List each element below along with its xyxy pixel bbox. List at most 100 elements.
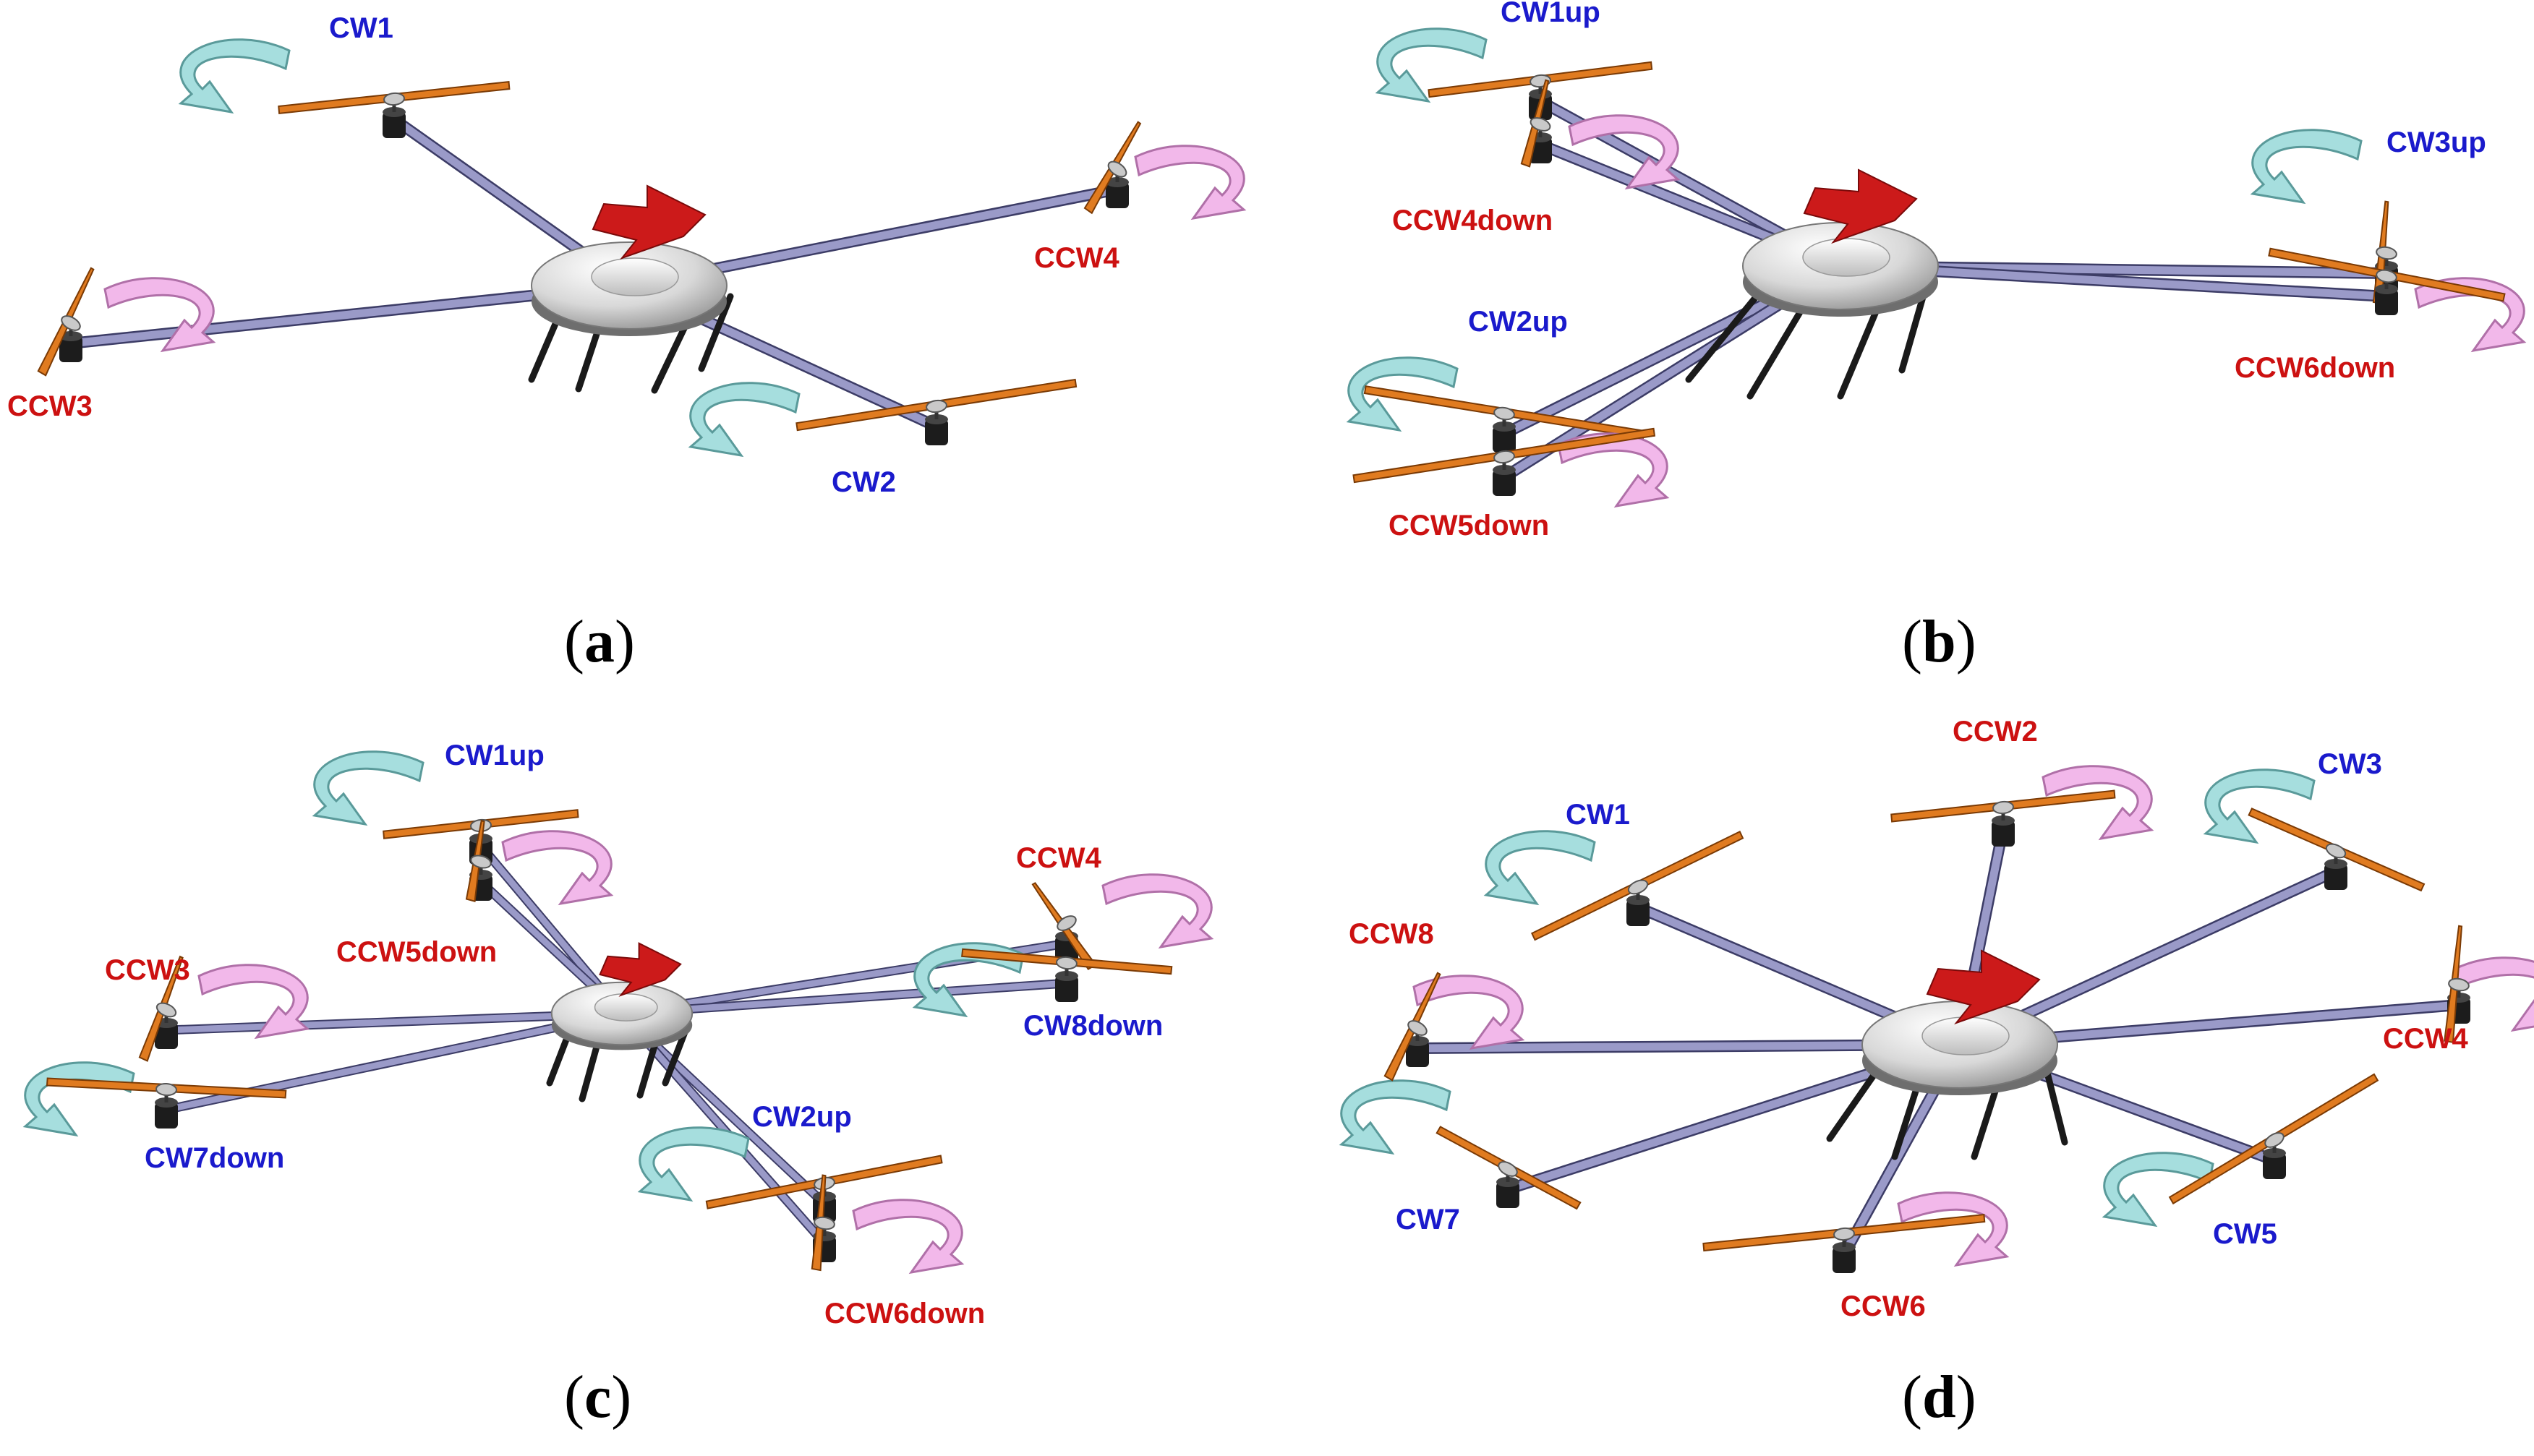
rotor-label: CCW6down bbox=[824, 1298, 985, 1329]
cw-rotation-arrow-icon bbox=[1375, 27, 1488, 103]
cw-rotation-arrow-icon bbox=[2250, 129, 2363, 205]
rotor-label: CCW4 bbox=[1016, 842, 1102, 874]
rotor-label: CCW8 bbox=[1349, 918, 1434, 950]
rotor-label: CW2up bbox=[1468, 306, 1568, 338]
motor bbox=[1626, 887, 1650, 926]
cw-rotation-arrow-icon bbox=[688, 382, 801, 458]
cw-rotation-arrow-icon bbox=[178, 38, 291, 114]
rotor-label: CW3up bbox=[2386, 127, 2486, 158]
ccw-rotation-arrow-icon bbox=[1134, 145, 1247, 220]
rotor-label: CW1up bbox=[1501, 0, 1600, 28]
propeller bbox=[1435, 1126, 1582, 1210]
rotor-label: CW2up bbox=[752, 1101, 852, 1133]
airframe-body bbox=[550, 942, 694, 1050]
propeller bbox=[811, 1174, 835, 1272]
panel-caption: (c) bbox=[564, 1363, 631, 1431]
ccw-rotation-arrow-icon bbox=[103, 277, 216, 353]
rotor-label: CCW5down bbox=[336, 936, 497, 968]
cw-rotation-arrow-icon bbox=[637, 1126, 750, 1202]
heading-arrow-icon bbox=[599, 942, 682, 997]
propeller bbox=[1428, 61, 1653, 98]
panel-caption: (b) bbox=[1902, 608, 1976, 675]
propeller bbox=[2168, 1073, 2379, 1205]
rotor-label: CW1up bbox=[445, 740, 545, 771]
ccw-rotation-arrow-icon bbox=[1897, 1191, 2010, 1267]
rotor-label: CCW6 bbox=[1840, 1290, 1926, 1322]
airframe-body bbox=[1742, 168, 1939, 317]
ccw-rotation-arrow-icon bbox=[1412, 975, 1525, 1050]
cw-rotation-arrow-icon bbox=[2203, 768, 2316, 844]
caption-letter: a bbox=[584, 608, 615, 675]
cw-rotation-arrow-icon bbox=[1339, 1079, 1451, 1155]
cw-rotation-arrow-icon bbox=[912, 942, 1025, 1018]
ccw-rotation-arrow-icon bbox=[1101, 873, 1214, 949]
propeller bbox=[961, 948, 1173, 975]
ccw-rotation-arrow-icon bbox=[1568, 114, 1681, 190]
rotor-label: CCW5down bbox=[1388, 510, 1549, 541]
airframe-body bbox=[1861, 949, 2058, 1095]
caption-close: ) bbox=[615, 608, 635, 675]
caption-letter: d bbox=[1922, 1363, 1956, 1431]
propeller bbox=[1363, 385, 1645, 440]
rotor-label: CCW4 bbox=[2383, 1023, 2469, 1055]
propeller bbox=[278, 80, 511, 115]
caption-open: ( bbox=[1902, 1363, 1922, 1431]
propeller bbox=[465, 820, 492, 902]
caption-letter: c bbox=[584, 1363, 611, 1431]
rotor-label: CCW4 bbox=[1034, 242, 1120, 274]
motor bbox=[383, 99, 406, 138]
ccw-rotation-arrow-icon bbox=[2042, 765, 2154, 841]
heading-arrow-icon bbox=[1926, 949, 2041, 1025]
propeller bbox=[2248, 808, 2426, 892]
landing-leg bbox=[698, 293, 734, 372]
rotor-label: CW3 bbox=[2318, 748, 2382, 780]
propeller bbox=[1031, 882, 1097, 970]
propeller bbox=[46, 1077, 287, 1099]
propeller bbox=[1520, 79, 1551, 168]
propeller bbox=[1530, 830, 1744, 941]
caption-open: ( bbox=[564, 1363, 584, 1431]
cw-rotation-arrow-icon bbox=[1346, 356, 1459, 432]
rotor-label: CCW3 bbox=[105, 954, 190, 986]
motor bbox=[1055, 963, 1078, 1002]
arm-highlight bbox=[618, 980, 1070, 1017]
caption-close: ) bbox=[611, 1363, 631, 1431]
rotor-label: CW1 bbox=[1566, 799, 1630, 831]
heading-arrow-icon bbox=[592, 184, 707, 260]
rotor-label: CW7 bbox=[1396, 1204, 1460, 1236]
panel-caption: (d) bbox=[1902, 1363, 1976, 1431]
rotor-label: CW7down bbox=[145, 1142, 284, 1174]
propeller bbox=[1352, 427, 1656, 484]
rotor-label: CCW4down bbox=[1392, 205, 1553, 236]
rotor-label: CCW2 bbox=[1953, 716, 2038, 748]
motor bbox=[1992, 808, 2015, 847]
cw-rotation-arrow-icon bbox=[312, 750, 425, 826]
rotor-label: CW5 bbox=[2213, 1218, 2277, 1250]
rotor-label: CW1 bbox=[329, 12, 393, 44]
heading-arrow-icon bbox=[1803, 168, 1918, 244]
panel-caption: (a) bbox=[564, 608, 635, 675]
caption-close: ) bbox=[1956, 1363, 1976, 1431]
cw-rotation-arrow-icon bbox=[2102, 1152, 2214, 1228]
rotor-label: CW8down bbox=[1023, 1010, 1163, 1042]
propeller bbox=[1890, 789, 2116, 823]
arm-highlight bbox=[163, 1010, 626, 1034]
propeller bbox=[37, 267, 95, 377]
propeller bbox=[2268, 247, 2506, 302]
airframe-body bbox=[531, 184, 728, 336]
motor bbox=[1106, 169, 1129, 208]
ccw-rotation-arrow-icon bbox=[197, 964, 310, 1040]
caption-close: ) bbox=[1956, 608, 1976, 675]
ccw-rotation-arrow-icon bbox=[852, 1199, 965, 1275]
rotor-label: CCW3 bbox=[7, 390, 93, 422]
ccw-rotation-arrow-icon bbox=[2454, 956, 2534, 1032]
cw-rotation-arrow-icon bbox=[22, 1061, 135, 1137]
propeller bbox=[138, 955, 184, 1062]
caption-letter: b bbox=[1922, 608, 1956, 675]
caption-open: ( bbox=[564, 608, 584, 675]
rotor-label: CW2 bbox=[832, 466, 896, 498]
propeller bbox=[1083, 121, 1142, 215]
propeller bbox=[2444, 925, 2470, 1044]
cw-rotation-arrow-icon bbox=[1483, 830, 1596, 906]
